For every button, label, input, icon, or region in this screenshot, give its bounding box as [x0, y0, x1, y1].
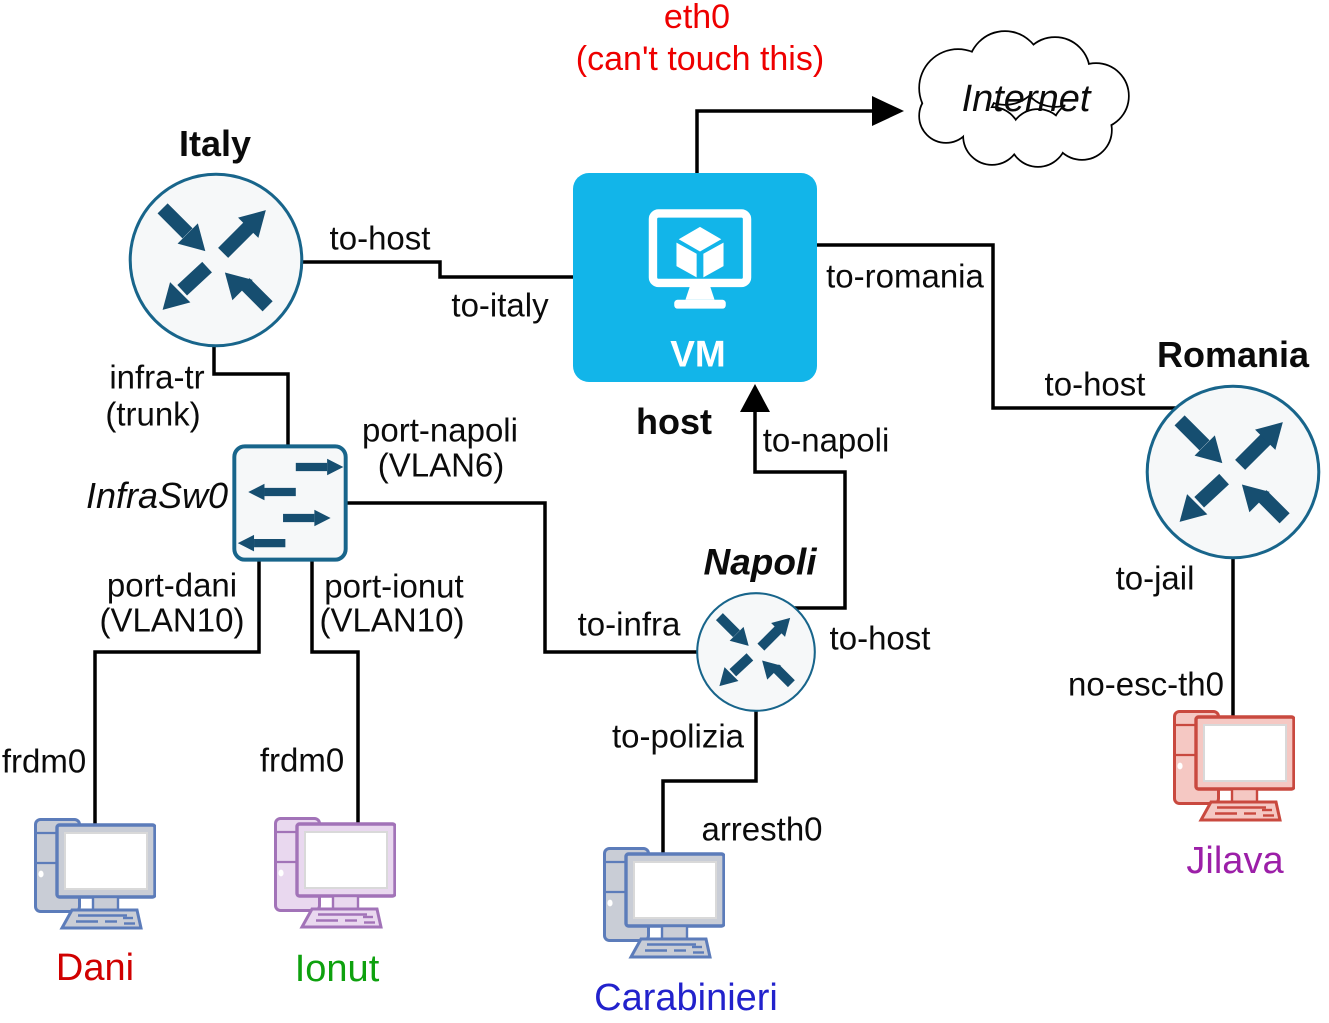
- pc-dani: [34, 818, 156, 930]
- switch-infrasw0: [234, 446, 345, 559]
- napoli-label: Napoli: [703, 541, 817, 583]
- internet-label: Internet: [961, 78, 1091, 120]
- ionut-label: Ionut: [294, 948, 380, 990]
- internet-cloud-icon: [918, 30, 1130, 168]
- carabinieri-label: Carabinieri: [594, 977, 778, 1019]
- port-napoli-label: port-napoli: [362, 411, 518, 449]
- no-esc-th0-label: no-esc-th0: [1068, 665, 1224, 703]
- pc-carabinieri: [603, 847, 725, 959]
- link-italy-vm: [298, 260, 580, 279]
- link-napoli-vm: [753, 404, 847, 610]
- romania-to-host-label: to-host: [1044, 365, 1146, 403]
- vlan6-label: (VLAN6): [377, 446, 505, 484]
- to-polizia-label: to-polizia: [611, 717, 745, 755]
- vm-arrowhead-icon: [740, 384, 770, 412]
- arresth0-label: arresth0: [701, 810, 823, 848]
- link-vm-internet: [695, 109, 874, 180]
- vlan10-ionut-label: (VLAN10): [319, 601, 465, 639]
- napoli-to-host-label: to-host: [829, 619, 931, 657]
- infra-tr-label: infra-tr: [109, 358, 205, 396]
- to-romania-label: to-romania: [826, 257, 984, 295]
- to-italy-label: to-italy: [451, 286, 549, 324]
- eth0-label: eth0: [663, 0, 731, 36]
- vm-label: VM: [670, 333, 726, 375]
- router-napoli: [697, 593, 815, 711]
- italy-to-host-label: to-host: [329, 219, 431, 257]
- router-italy: [130, 174, 302, 346]
- infrasw0-label: InfraSw0: [85, 475, 229, 516]
- vm-box: [573, 173, 817, 382]
- pc-ionut: [274, 817, 396, 929]
- dani-label: Dani: [55, 947, 135, 989]
- eth0-note-label: (can't touch this): [575, 40, 825, 78]
- pc-jilava: [1173, 710, 1295, 822]
- port-ionut-label: port-ionut: [324, 567, 464, 605]
- internet-arrowhead-icon: [872, 96, 904, 126]
- vm-node: [573, 173, 817, 382]
- link-infrasw0-dani: [93, 556, 261, 829]
- to-infra-label: to-infra: [577, 605, 681, 643]
- port-dani-label: port-dani: [106, 566, 238, 604]
- vlan10-dani-label: (VLAN10): [99, 601, 245, 639]
- to-jail-label: to-jail: [1115, 559, 1195, 597]
- link-infrasw0-napoli: [344, 501, 702, 654]
- router-romania: [1147, 386, 1319, 558]
- frdm0-ionut-label: frdm0: [259, 741, 345, 779]
- trunk-label: (trunk): [105, 395, 201, 433]
- vm-monitor-icon: [648, 209, 752, 309]
- link-vm-romania: [810, 243, 1185, 410]
- jilava-label: Jilava: [1186, 840, 1284, 882]
- link-italy-infrasw0: [212, 344, 290, 450]
- link-infrasw0-ionut: [310, 556, 360, 828]
- italy-label: Italy: [178, 123, 252, 164]
- link-napoli-carabinieri: [661, 706, 758, 858]
- romania-label: Romania: [1156, 334, 1310, 375]
- to-napoli-label: to-napoli: [762, 421, 890, 459]
- frdm0-dani-label: frdm0: [1, 742, 87, 780]
- host-label: host: [636, 401, 712, 442]
